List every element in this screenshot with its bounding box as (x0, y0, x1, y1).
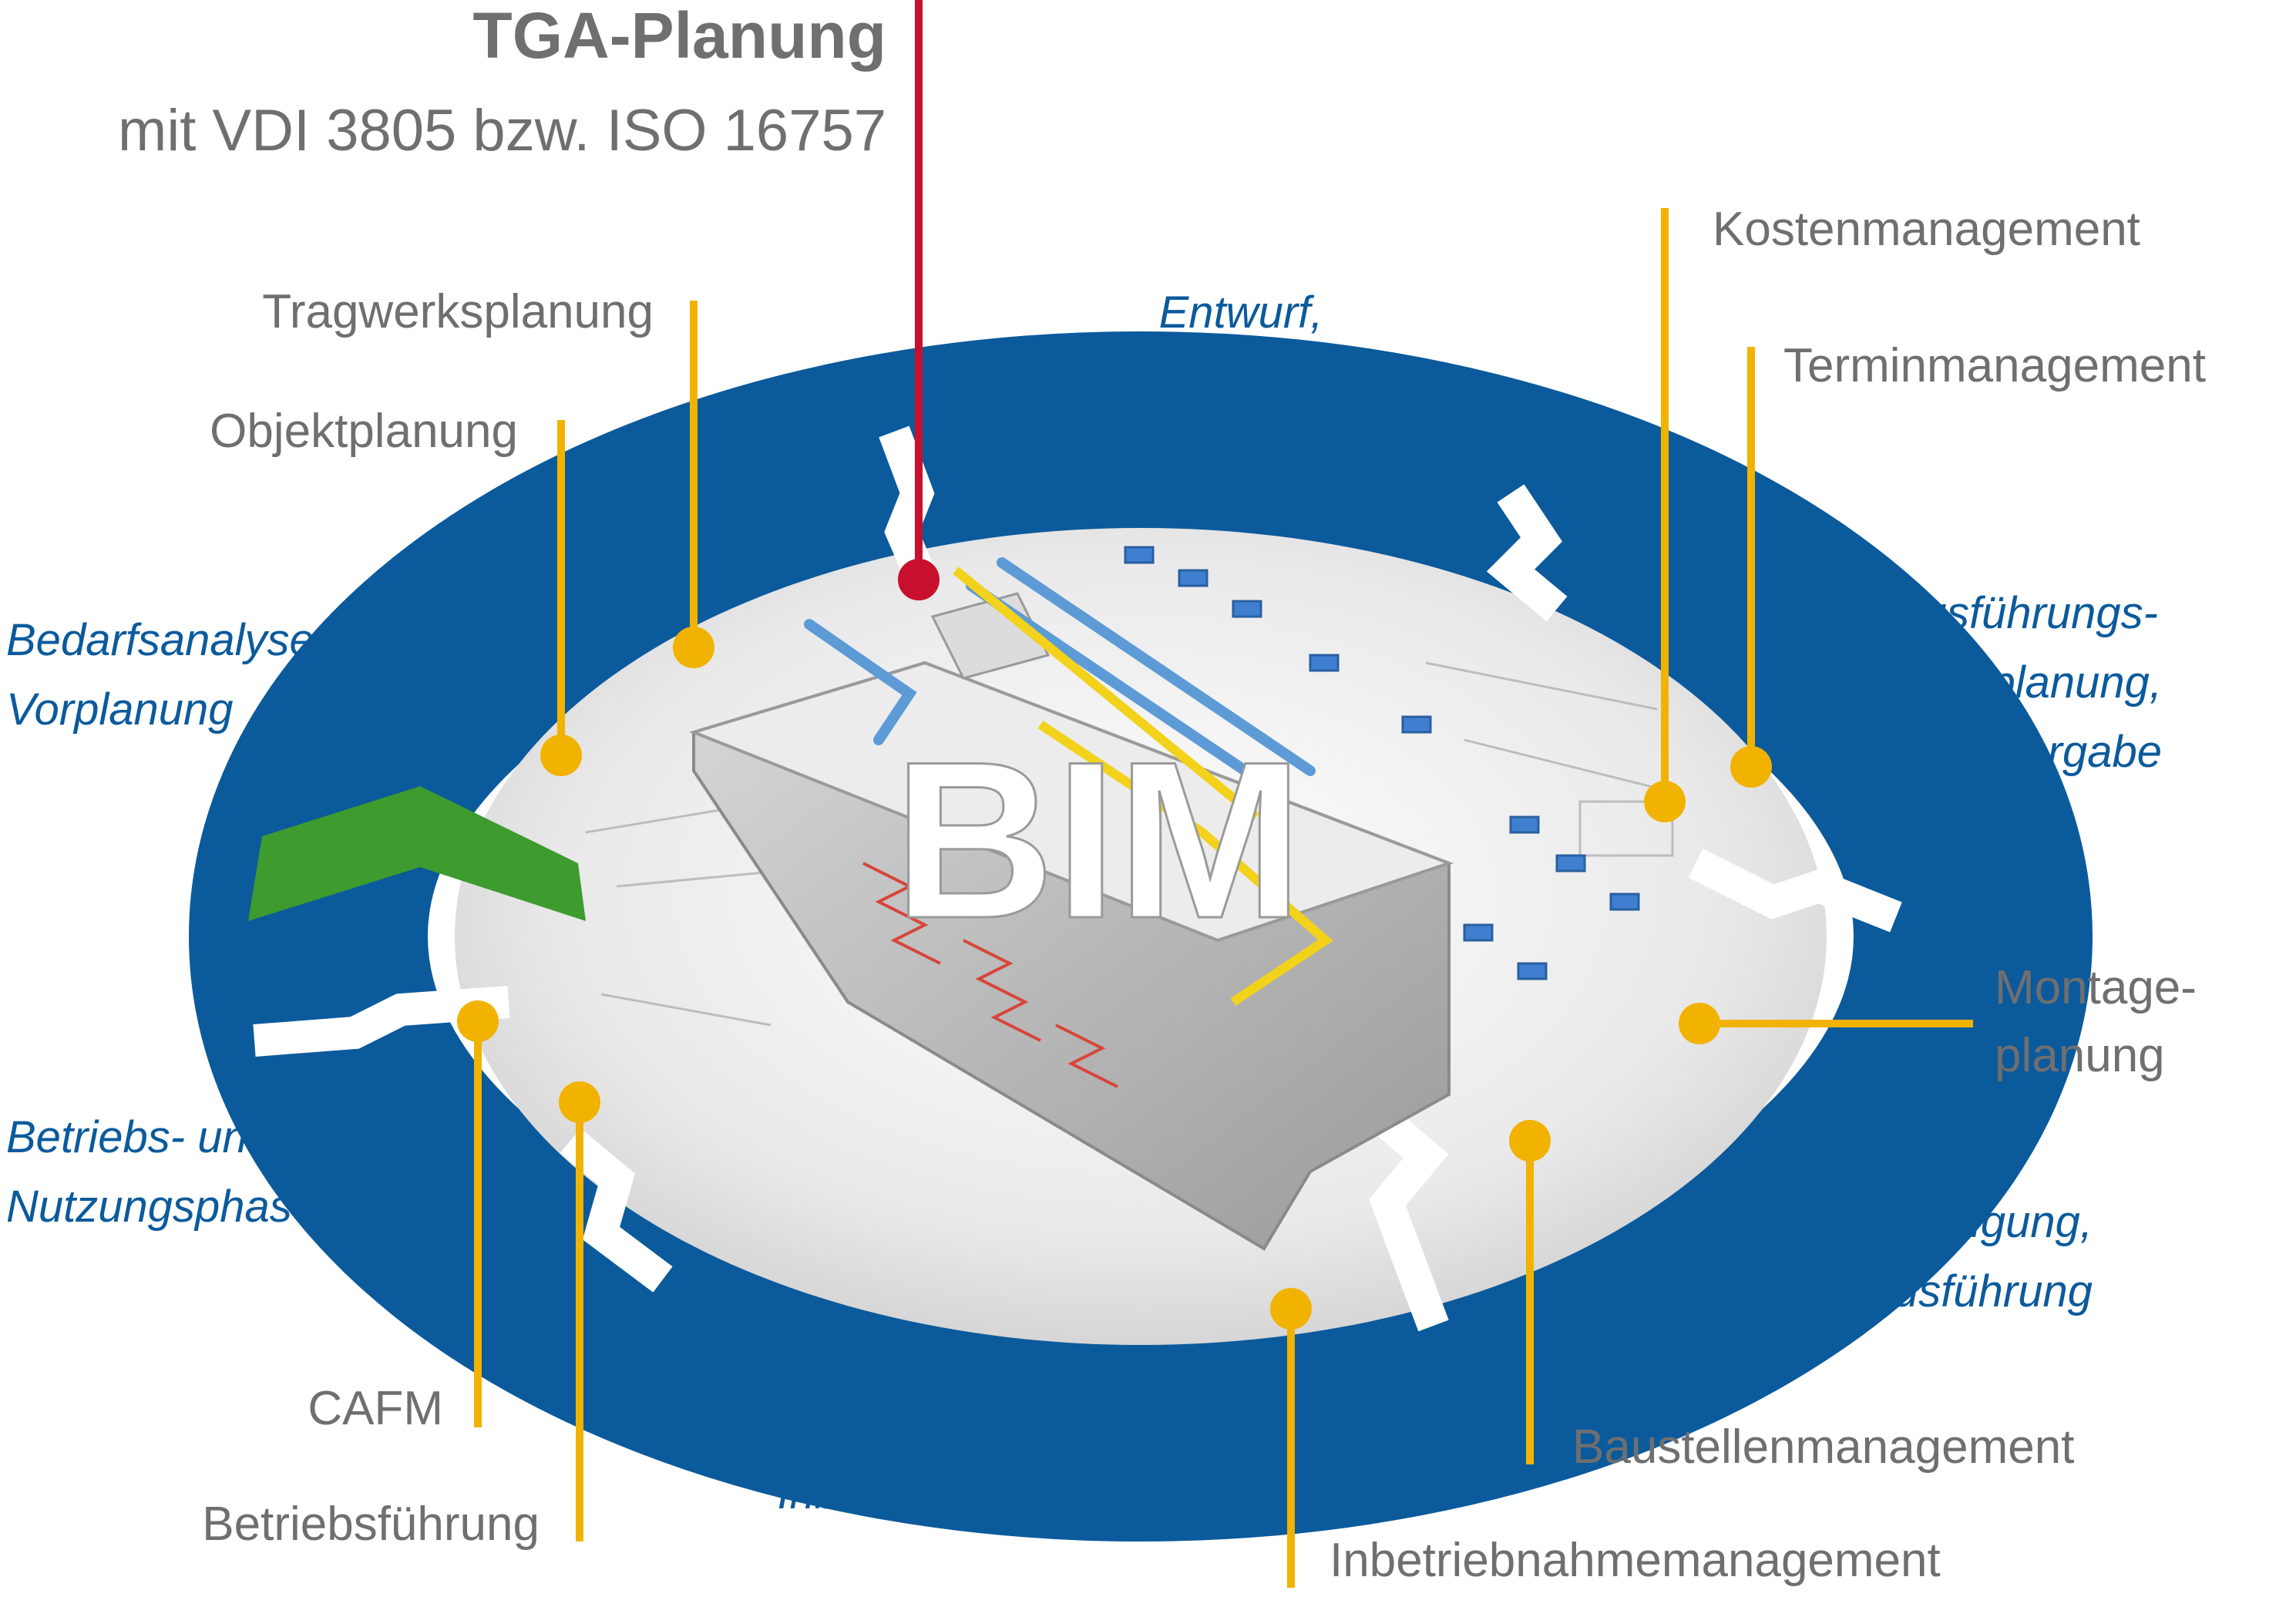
bim-label: BIM (893, 715, 1303, 965)
floor-heating (862, 862, 1118, 1088)
tga-connector (898, 0, 940, 600)
phase-entwurf-line1: Entwurf, (1159, 287, 1323, 338)
title-line2: mit VDI 3805 bzw. ISO 16757 (118, 98, 886, 163)
task-terminmanagement: Terminmanagement (1783, 339, 2206, 392)
phase-fertigung-line2: Ausführung (1861, 1266, 2093, 1316)
phase-betrieb-line2: Nutzungsphase (6, 1182, 317, 1232)
phase-bedarf-line1: Bedarfsanalyse, (6, 615, 327, 665)
task-montageplanung-line1: Montage- (1995, 961, 2197, 1014)
title-line1: TGA-Planung (472, 0, 886, 72)
task-connectors (457, 208, 1973, 1588)
phase-ausfuehrungsplanung-line2: planung, (1988, 657, 2162, 708)
task-cafm: CAFM (308, 1382, 443, 1435)
yellow-ducts (953, 567, 1333, 1006)
phase-bedarf-line2: Vorplanung (6, 684, 234, 735)
phase-ausfuehrungsplanung-line1: Ausführungs- (1890, 588, 2158, 638)
task-kostenmanagement: Kostenmanagement (1713, 203, 2140, 256)
phase-betrieb-line1: Betriebs- und (6, 1112, 274, 1162)
task-tragwerksplanung: Tragwerksplanung (262, 285, 654, 338)
phase-labels: Entwurf, Genehmigung Bedarfsanalyse, Vor… (6, 287, 2162, 1518)
task-labels: Tragwerksplanung Objektplanung Kostenman… (202, 203, 2206, 1587)
title-block: TGA-Planung mit VDI 3805 bzw. ISO 16757 (118, 0, 886, 163)
phase-ausfuehrungsplanung-line3: Vergabe (1995, 727, 2162, 777)
task-objektplanung: Objektplanung (210, 405, 518, 458)
task-montageplanung-line2: planung (1995, 1029, 2165, 1082)
phase-entwurf-line2: Genehmigung (1101, 357, 1381, 407)
task-inbetriebnahmemanagement: Inbetriebnahmemanagement (1330, 1534, 1941, 1587)
diffusers (1124, 546, 1640, 980)
building-model (688, 546, 1640, 1251)
green-arrow (248, 786, 586, 921)
ring-segment-gaps (253, 425, 1902, 1332)
task-baustellenmanagement: Baustellenmanagement (1572, 1420, 2074, 1474)
phase-inbetriebnahme: Inbetriebnahme (777, 1468, 1087, 1518)
lifecycle-ring (189, 331, 2093, 1542)
phase-fertigung-line1: Fertigung, (1891, 1197, 2093, 1247)
task-betriebsfuehrung: Betriebsführung (202, 1498, 540, 1551)
